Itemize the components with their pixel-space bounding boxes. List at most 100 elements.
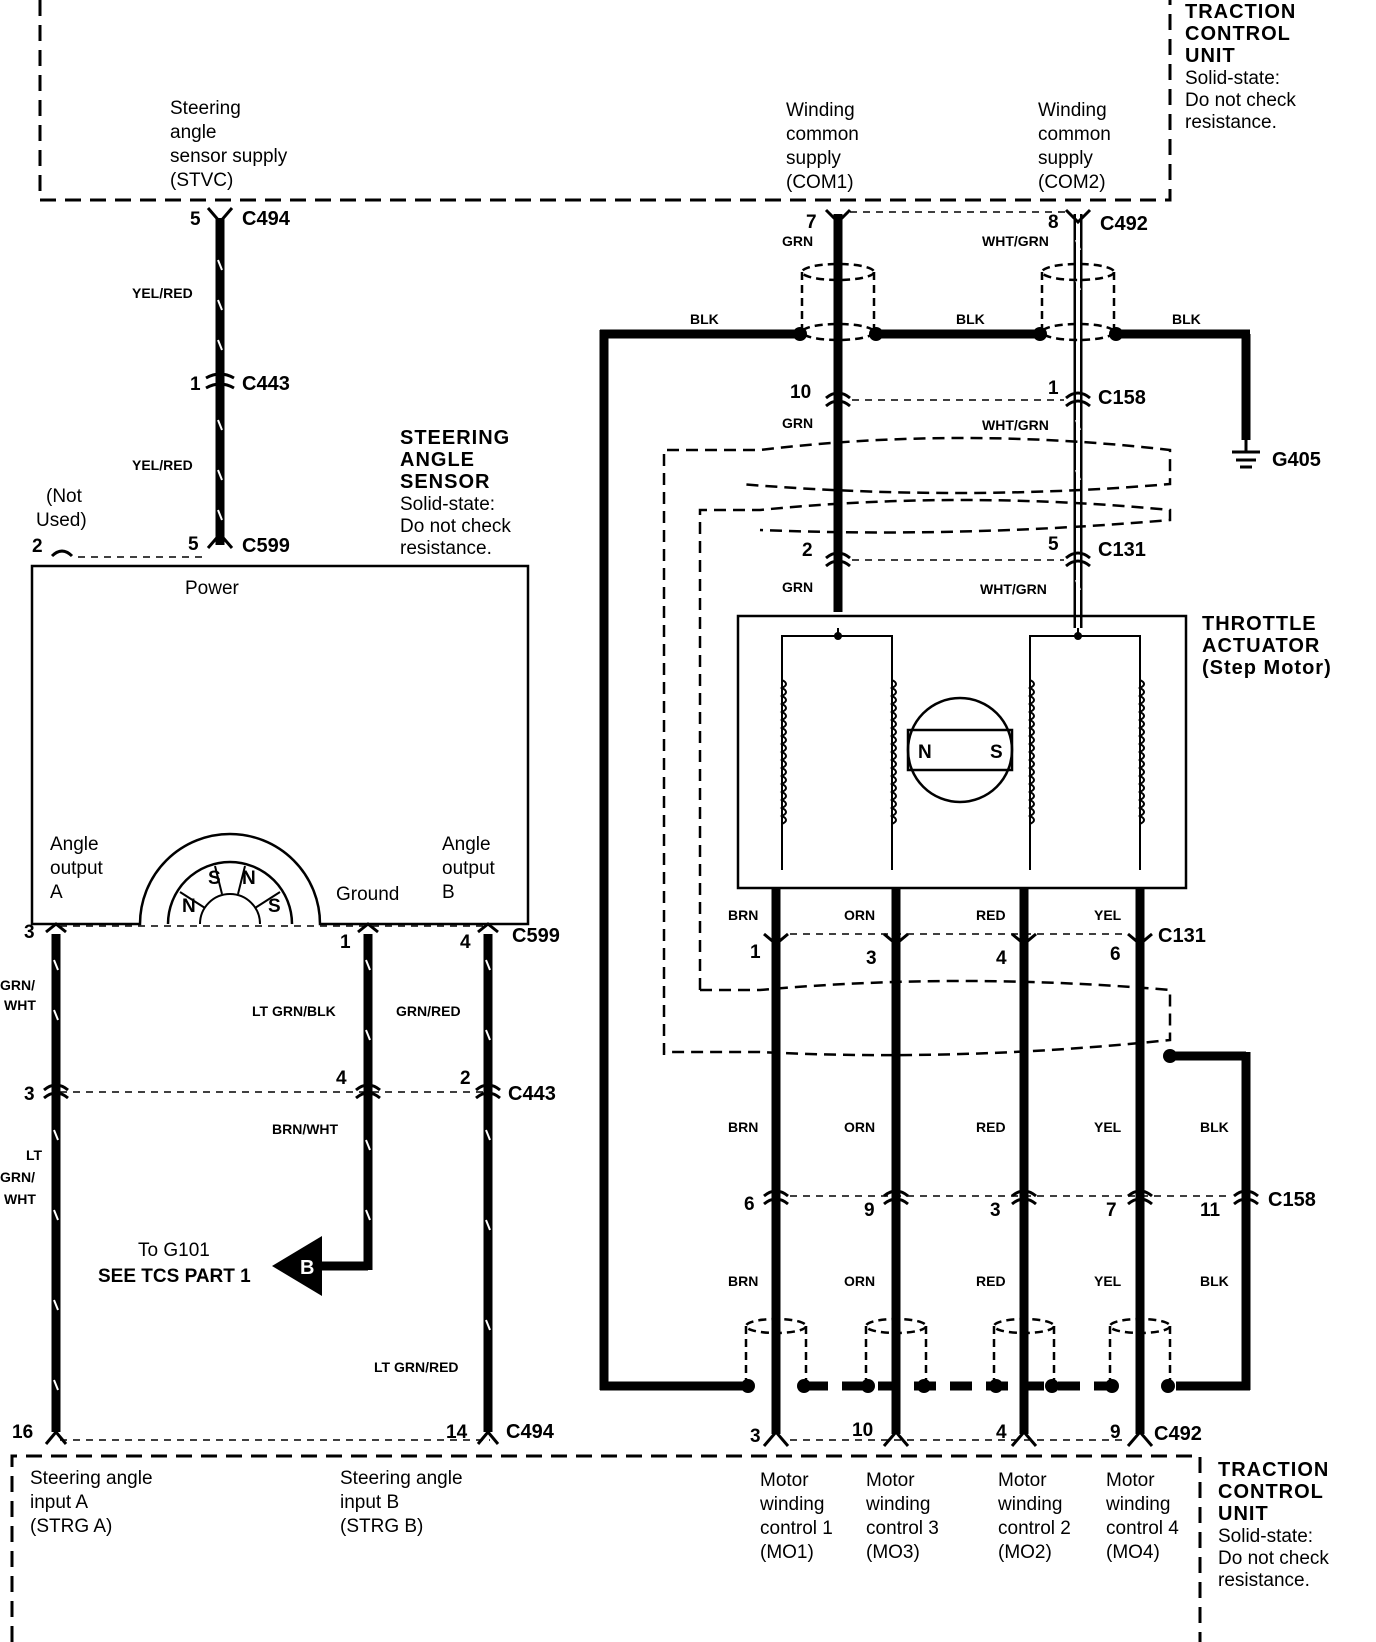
ground-ref-arrow: [272, 1236, 322, 1296]
pin-mo4-c158: 7: [1106, 1200, 1117, 1221]
pin-mo3-c131: 3: [866, 948, 877, 969]
actuator-windings: [779, 628, 1145, 870]
blk-shield-bottom: [600, 1379, 1175, 1393]
wire-red-1: RED: [976, 907, 1006, 923]
pin-com2-c131: 5: [1048, 534, 1059, 555]
wire-brn-2: BRN: [728, 1119, 758, 1135]
c599-bot-connector: [45, 922, 499, 934]
wire-wht-grn-3: WHT/GRN: [980, 581, 1047, 597]
sensor-pole-2: S: [208, 868, 221, 889]
tcu-top-outline: [38, 0, 1172, 202]
sensor-ground-label: Ground: [336, 884, 399, 905]
not-used-label: (Not Used): [36, 486, 87, 531]
wire-com2: [1073, 214, 1083, 628]
pin-a-c599: 3: [24, 922, 35, 943]
c131-top-label: C131: [1098, 539, 1146, 561]
wire-lt-grn-blk: LT GRN/BLK: [252, 1003, 336, 1019]
wire-angle-b: [483, 934, 493, 1432]
not-used-connector: [50, 549, 74, 558]
stvc-label: Steering angle sensor supply (STVC): [170, 98, 293, 191]
wire-ground: [320, 934, 373, 1271]
tcu-bottom-note: Solid-state: Do not check resistance.: [1218, 1526, 1334, 1591]
pin-stvc-c494: 5: [190, 209, 201, 230]
pin-shield-c158: 11: [1200, 1200, 1221, 1221]
pin-mo2-c492: 4: [996, 1422, 1007, 1443]
pin-a-c494: 16: [12, 1422, 33, 1443]
pin-com1-c131: 2: [802, 540, 813, 561]
wire-red-3: RED: [976, 1273, 1006, 1289]
throttle-actuator-box: [736, 614, 1188, 890]
pin-mo4-c131: 6: [1110, 944, 1121, 965]
sensor-output-b-label: Angle output B: [442, 834, 500, 903]
wire-red-2: RED: [976, 1119, 1006, 1135]
c599-top-connector: [206, 531, 234, 549]
strg-a-label: Steering angle input A (STRG A): [30, 1468, 158, 1537]
mo4-label: Motor winding control 4 (MO4): [1105, 1470, 1184, 1563]
c494-top-connector: [206, 207, 234, 225]
sensor-power-label: Power: [185, 578, 240, 599]
wire-brn-1: BRN: [728, 907, 758, 923]
c131-bot-label: C131: [1158, 925, 1206, 947]
pin-mo1-c158: 6: [744, 1194, 755, 1215]
pin-com2-c158: 1: [1048, 378, 1059, 399]
sensor-pole-3: N: [242, 868, 256, 889]
ground-ref-letter: B: [300, 1257, 314, 1279]
wire-blk-shield-right: [1163, 1049, 1251, 1391]
ground-ref-see: SEE TCS PART 1: [98, 1266, 251, 1287]
mo2-label: Motor winding control 2 (MO2): [997, 1470, 1076, 1563]
blk-shield-top: [599, 327, 1251, 1390]
wire-blk-2: BLK: [1200, 1119, 1229, 1135]
c131-bot-connector: [763, 932, 1153, 946]
c599-bot-label: C599: [512, 925, 560, 947]
pin-a-c443: 3: [24, 1084, 35, 1105]
wire-grn-1: GRN: [782, 233, 813, 249]
wire-grn-2: GRN: [782, 415, 813, 431]
sensor-note: Solid-state: Do not check resistance.: [400, 494, 516, 559]
tcu-top-note: Solid-state: Do not check resistance.: [1185, 68, 1301, 133]
strg-b-label: Steering angle input B (STRG B): [340, 1468, 468, 1537]
c492-top-label: C492: [1100, 213, 1148, 235]
c443-top-connector: [205, 372, 235, 390]
c492-bot-label: C492: [1154, 1423, 1202, 1445]
sensor-pole-1: N: [182, 896, 196, 917]
wire-grn-wht: GRN/ WHT: [0, 977, 39, 1013]
c492-bot-connector: [762, 1429, 1154, 1447]
pin-mo3-c158: 9: [864, 1200, 875, 1221]
wire-angle-a: [51, 934, 61, 1432]
actuator-magnet: N S: [906, 696, 1014, 804]
ground-g405-symbol: [1232, 440, 1260, 469]
tcu-bottom-outline: [10, 1454, 1202, 1642]
c494-top-label: C494: [242, 208, 291, 230]
mo1-label: Motor winding control 1 (MO1): [759, 1470, 838, 1563]
wire-wht-grn-1: WHT/GRN: [982, 233, 1049, 249]
stvc-wire: [215, 218, 225, 545]
junction-com1: [834, 632, 842, 640]
sensor-output-a-label: Angle output A: [50, 834, 108, 903]
shield-splices-bottom: [744, 1317, 1172, 1386]
pin-com1-c158: 10: [790, 382, 811, 403]
wire-yel-red-1: YEL/RED: [132, 285, 193, 301]
wire-blk-3: BLK: [1200, 1273, 1229, 1289]
pin-stvc-c599: 5: [188, 534, 199, 555]
c492-top-connector: [824, 208, 1092, 225]
c494-bot-connector: [44, 1429, 500, 1445]
pin-mo2-c158: 3: [990, 1200, 1001, 1221]
sensor-title: STEERING ANGLE SENSOR: [400, 427, 517, 493]
steering-angle-sensor-box: [30, 564, 530, 926]
pin-mo1-c131: 1: [750, 942, 761, 963]
wire-grn-3: GRN: [782, 579, 813, 595]
c158-bot-connector: [763, 1189, 1259, 1206]
wire-orn-3: ORN: [844, 1273, 875, 1289]
actuator-title: THROTTLE ACTUATOR (Step Motor): [1202, 613, 1332, 679]
c131-top-connector: [825, 551, 1091, 568]
wire-wht-grn-2: WHT/GRN: [982, 417, 1049, 433]
wire-lt-grn-red: LT GRN/RED: [374, 1359, 459, 1375]
c158-top-label: C158: [1098, 387, 1146, 409]
com1-label: Winding common supply (COM1): [786, 100, 864, 193]
c158-top-connector: [825, 391, 1091, 408]
pin-b-c494: 14: [446, 1422, 468, 1443]
junction-com2: [1074, 632, 1082, 640]
pin-b-c599: 4: [460, 932, 471, 953]
wire-orn-1: ORN: [844, 907, 875, 923]
